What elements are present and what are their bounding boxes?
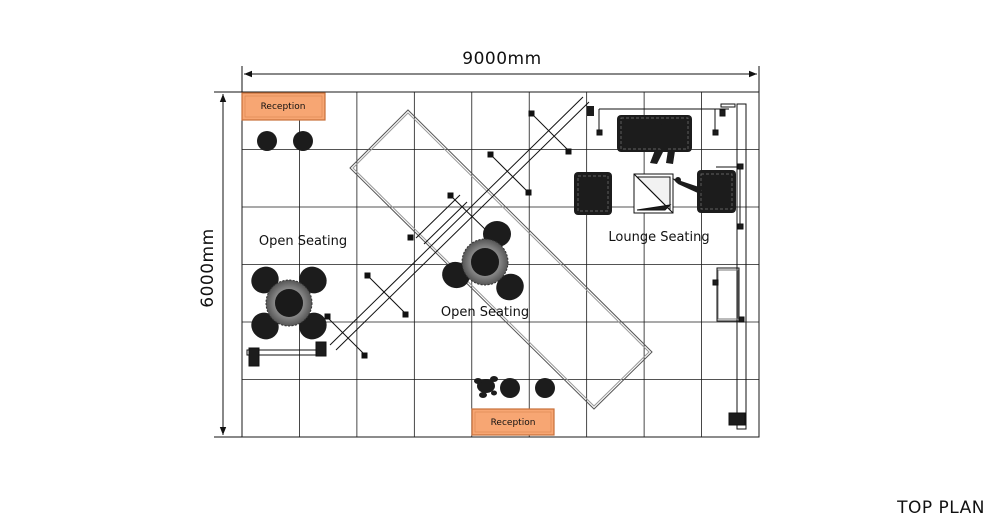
reception-desk-top-shape (242, 93, 325, 120)
lounge-armchair-right (672, 170, 736, 213)
right-wall-cabinet (712, 103, 747, 430)
lounge-armchair-left (574, 172, 612, 215)
width-dimension-label: 9000mm (462, 49, 541, 69)
reception-desk-top-label: Reception (261, 102, 306, 112)
zone-label-open-seating-left: Open Seating (259, 234, 347, 249)
plan-title: TOP PLAN (896, 498, 985, 518)
width-dimension: 9000mm (241, 49, 760, 92)
reception-desk-bottom-shape (472, 409, 554, 435)
diagonal-partition (329, 96, 590, 351)
depth-dimension: 6000mm (198, 91, 242, 438)
overhead-rig (349, 109, 653, 410)
low-counter-left (246, 341, 327, 367)
reception-desk-top: Reception (241, 92, 326, 121)
lounge-coffee-table (633, 173, 674, 214)
zone-label-lounge-seating: Lounge Seating (608, 230, 709, 245)
reception-desk-bottom-label: Reception (491, 418, 536, 428)
round-table-set-left (251, 266, 327, 340)
reception-stools-top (257, 131, 313, 151)
lounge-sofa-frame (596, 108, 729, 136)
depth-dimension-label: 6000mm (198, 228, 218, 307)
lounge-side-brackets (716, 103, 744, 230)
zone-label-open-seating-center: Open Seating (441, 305, 529, 320)
reception-desk-bottom: Reception (471, 408, 555, 436)
lounge-sofa (617, 115, 692, 164)
corner-post-top-right (587, 106, 594, 116)
round-table-set-center (442, 221, 524, 301)
reception-stools-bottom (500, 378, 555, 398)
plant-icon (474, 376, 498, 398)
